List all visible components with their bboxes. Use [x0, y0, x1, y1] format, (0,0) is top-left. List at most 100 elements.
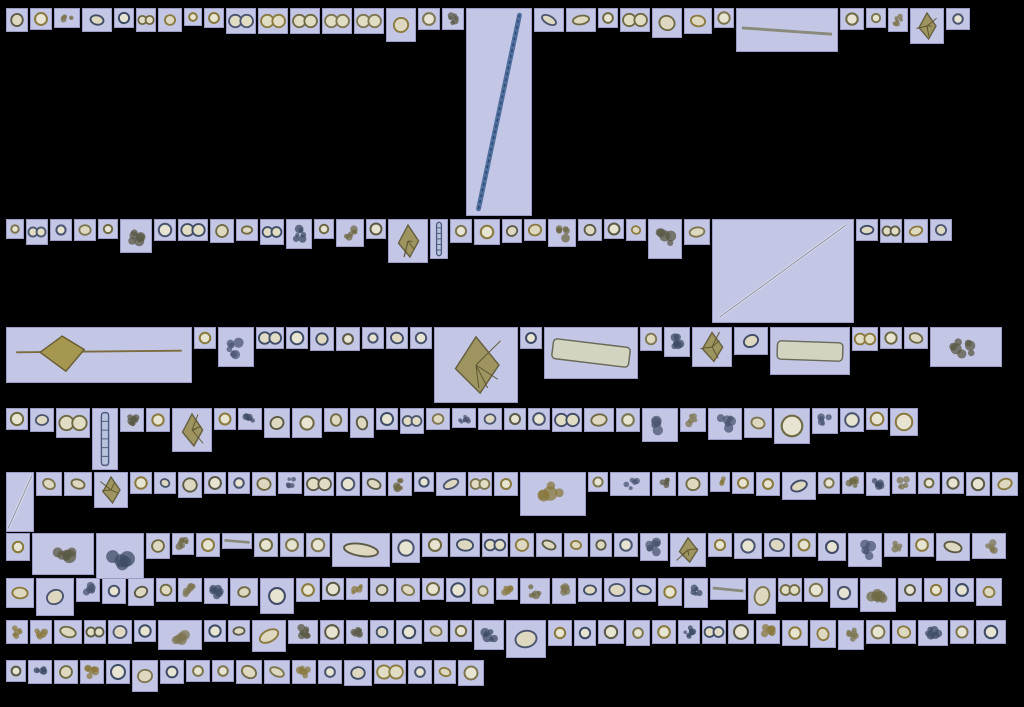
- plankton-organism: [894, 412, 914, 432]
- plankton-organism: [891, 540, 903, 553]
- plankton-image-tile: [130, 472, 152, 494]
- plankton-organism: [258, 628, 280, 644]
- plankton-image-tile: [238, 408, 262, 430]
- plankton-image-tile: [756, 472, 780, 496]
- plankton-organism: [541, 539, 557, 551]
- plankton-organism: [110, 664, 126, 680]
- plankton-organism: [11, 540, 25, 554]
- plankton-image-tile: [652, 620, 676, 644]
- plankton-image-tile: [442, 8, 464, 30]
- plankton-image-tile: [708, 533, 732, 557]
- plankton-image-tile: [82, 8, 112, 32]
- plankton-image-tile: [256, 327, 284, 349]
- plankton-organism: [188, 12, 198, 22]
- plankton-organism: [505, 225, 519, 237]
- plankton-image-tile: [92, 408, 118, 470]
- plankton-image-tile: [396, 620, 422, 644]
- plankton-image-tile: [370, 578, 394, 602]
- plankton-image-tile: [670, 533, 706, 567]
- plankton-organism: [233, 477, 245, 489]
- plankton-organism: [881, 225, 901, 237]
- plankton-image-tile: [574, 620, 596, 646]
- plankton-image-tile: [748, 578, 776, 614]
- plankton-image-tile: [96, 533, 144, 579]
- plankton-image-tile: [904, 219, 928, 243]
- plankton-organism: [970, 476, 986, 492]
- plankton-organism: [137, 14, 155, 26]
- plankton-image-tile: [924, 578, 948, 602]
- plankton-organism: [400, 584, 416, 596]
- plankton-image-tile: [494, 472, 518, 496]
- plankton-organism: [630, 225, 642, 235]
- plankton-image-tile: [680, 408, 706, 432]
- plankton-image-tile: [204, 472, 226, 494]
- plankton-image-tile: [418, 8, 440, 30]
- plankton-image-tile: [632, 578, 656, 602]
- plankton-organism: [621, 413, 635, 427]
- plankton-image-tile: [652, 8, 682, 38]
- plankton-organism: [712, 586, 744, 593]
- plankton-image-tile: [892, 472, 916, 494]
- plankton-image-tile: [252, 472, 276, 496]
- plankton-image-tile: [36, 578, 74, 616]
- plankton-organism: [908, 225, 924, 237]
- plankton-organism: [608, 583, 626, 597]
- plankton-image-tile: [458, 660, 484, 686]
- plankton-organism: [717, 11, 731, 25]
- plankton-image-tile: [6, 327, 192, 383]
- plankton-organism: [82, 581, 96, 596]
- plankton-image-tile: [374, 660, 406, 684]
- plankton-organism: [753, 586, 771, 606]
- plankton-organism: [955, 625, 969, 639]
- plankton-organism: [583, 223, 597, 237]
- plankton-organism: [117, 11, 131, 25]
- plankton-organism: [133, 585, 149, 599]
- plankton-image-tile: [304, 472, 334, 496]
- plankton-image-tile: [950, 578, 974, 602]
- plankton-image-tile: [852, 327, 878, 351]
- plankton-organism: [218, 412, 232, 426]
- plankton-organism: [269, 666, 285, 678]
- plankton-image-tile: [842, 472, 864, 494]
- plankton-organism: [208, 624, 222, 638]
- plankton-image-tile: [6, 472, 34, 532]
- plankton-organism: [257, 331, 283, 345]
- plankton-organism: [860, 539, 877, 561]
- plankton-image-tile: [578, 578, 602, 602]
- plankton-organism: [355, 415, 369, 431]
- plankton-organism: [375, 625, 389, 639]
- plankton-organism: [719, 223, 847, 319]
- plankton-organism: [10, 13, 24, 27]
- plankton-organism: [463, 665, 479, 681]
- plankton-image-tile: [810, 620, 836, 648]
- plankton-organism: [866, 588, 888, 604]
- plankton-organism: [688, 226, 706, 238]
- plankton-image-tile: [770, 327, 850, 375]
- plankton-organism: [292, 13, 318, 29]
- plankton-image-tile: [414, 472, 434, 492]
- plankton-image-tile: [478, 408, 502, 430]
- plankton-organism: [85, 626, 105, 638]
- plankton-organism: [537, 481, 564, 502]
- plankton-organism: [737, 477, 749, 489]
- plankton-image-tile: [736, 8, 838, 52]
- plankton-organism: [10, 665, 22, 677]
- plankton-organism: [657, 625, 671, 639]
- plankton-organism: [644, 332, 658, 346]
- plankton-organism: [329, 413, 343, 427]
- plankton-organism: [750, 416, 766, 430]
- plankton-organism: [824, 539, 840, 555]
- plankton-organism: [217, 665, 229, 677]
- plankton-organism: [733, 624, 749, 640]
- plankton-image-tile: [482, 533, 508, 557]
- plankton-organism: [816, 626, 830, 642]
- plankton-organism: [390, 331, 404, 345]
- plankton-organism: [808, 582, 824, 598]
- plankton-image-tile: [466, 8, 532, 216]
- plankton-image-tile: [648, 219, 682, 259]
- plankton-image-tile: [812, 408, 838, 434]
- plankton-image-tile: [366, 219, 386, 239]
- plankton-organism: [483, 538, 507, 552]
- plankton-image-tile: [566, 8, 596, 32]
- plankton-image-tile: [6, 8, 28, 32]
